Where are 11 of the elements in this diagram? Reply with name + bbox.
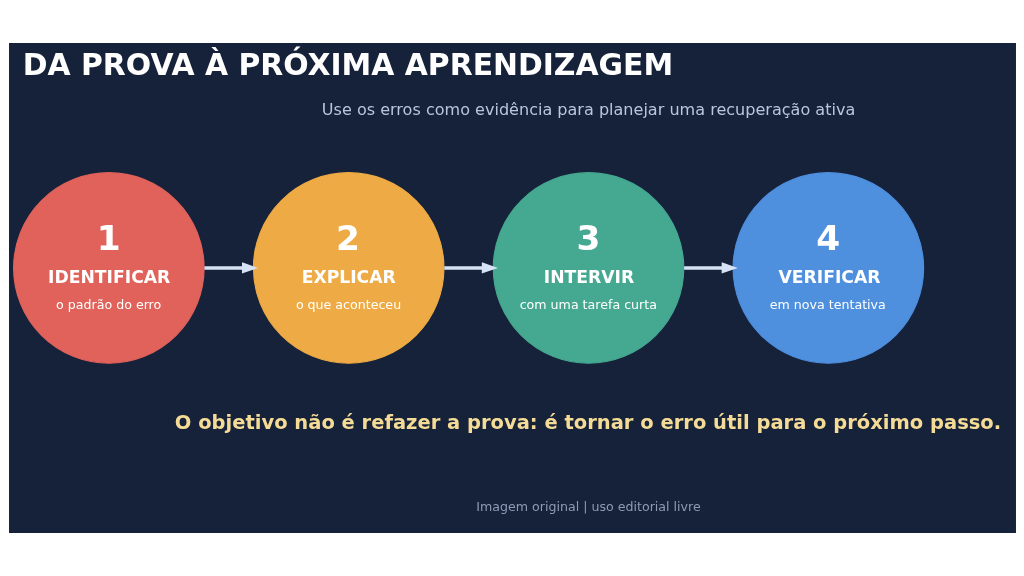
arrow xyxy=(443,262,498,274)
label: Use os erros como evidência para planejar uma recuperação ativa xyxy=(321,99,855,119)
node-circle: 1 IDENTIFICAR o padrão do erro xyxy=(12,172,205,364)
arrow xyxy=(683,262,738,274)
arrow xyxy=(203,262,258,274)
label: Imagem original | uso editorial livre xyxy=(475,498,701,514)
diagram-title: DA PROVA À PRÓXIMA APRENDIZAGEM xyxy=(22,46,673,82)
node-circle: 2 EXPLICAR o que aconteceu xyxy=(252,172,444,364)
node-circle: 3 INTERVIR com uma tarefa curta xyxy=(492,172,684,364)
label: O objetivo não é refazer a prova: é tornar o erro útil para o próximo passo. xyxy=(174,410,1001,434)
node-circle: 4 VERIFICAR em nova tentativa xyxy=(732,172,924,364)
